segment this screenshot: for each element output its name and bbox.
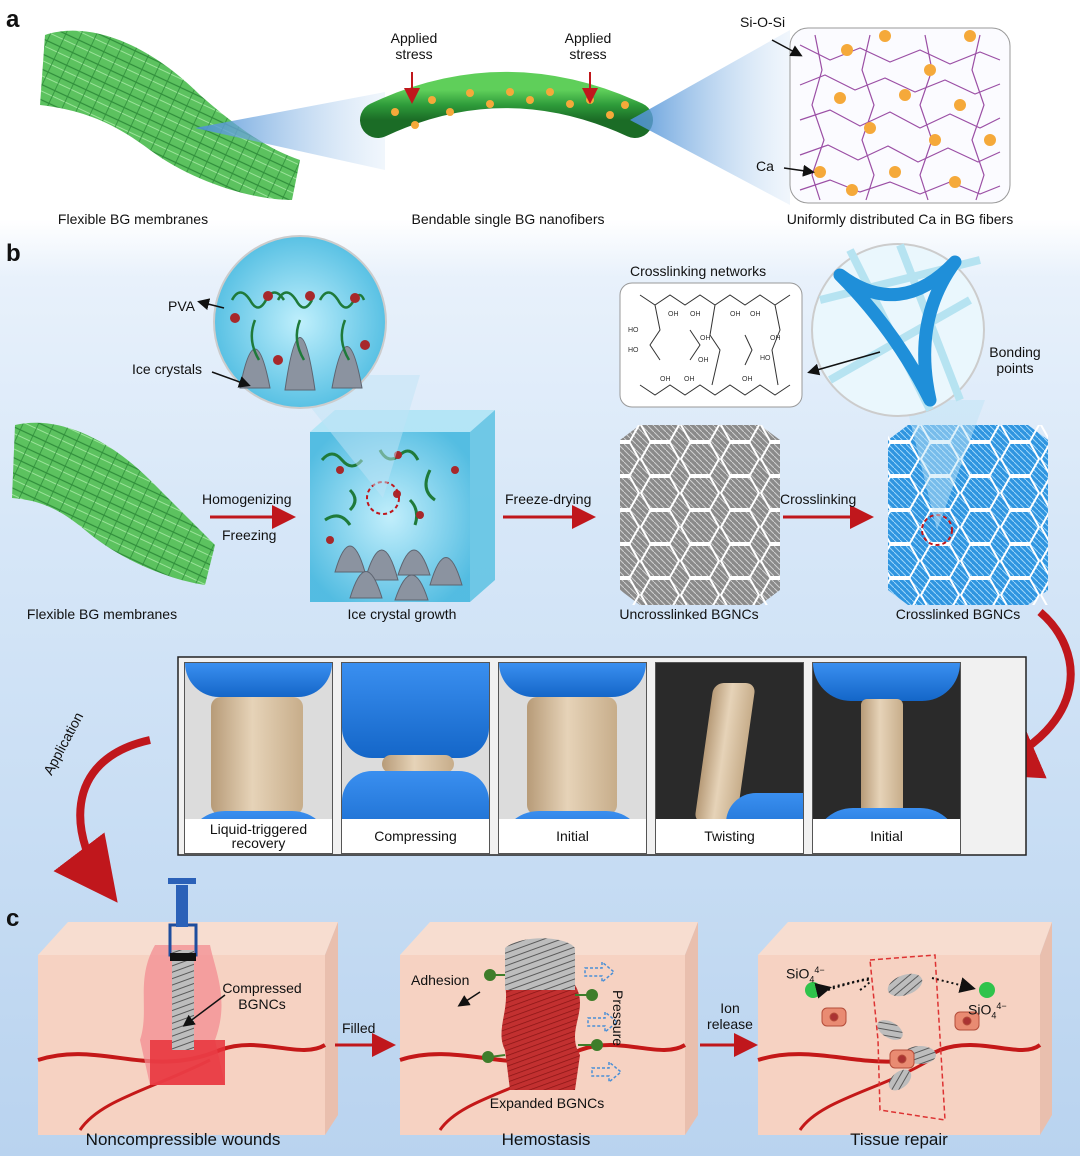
caption-hemostasis: Hemostasis xyxy=(501,1130,591,1149)
ca-label: Ca xyxy=(756,158,774,174)
caption-flexible-membranes-a: Flexible BG membranes xyxy=(57,211,209,227)
zoom-beads xyxy=(230,291,370,365)
freezing-label: Freezing xyxy=(222,527,277,543)
zoom-beam-2 xyxy=(630,30,790,205)
cells xyxy=(821,1007,980,1069)
compressed-bgnc-label: Compressed BGNCs xyxy=(222,980,302,1012)
caption-initial-1: Initial xyxy=(499,819,646,853)
photo-liquid-recovery: Liquid-triggered recovery xyxy=(184,662,333,854)
photo-compressing: Compressing xyxy=(341,662,490,854)
caption-crosslinked: Crosslinked BGNCs xyxy=(895,606,1021,622)
caption-tissue-repair: Tissue repair xyxy=(850,1130,948,1149)
svg-text:OH: OH xyxy=(770,335,781,342)
photo-initial-2: Initial xyxy=(812,662,961,854)
chemical-labels: OH OH OH OH HO OH OH HO OH HO OH OH OH xyxy=(628,311,781,383)
syringe xyxy=(168,878,196,884)
repair-zone xyxy=(869,954,946,1121)
zoom-ice-cones xyxy=(239,337,363,391)
caption-uncrosslinked: Uncrosslinked BGNCs xyxy=(619,606,759,622)
compressed-pointer xyxy=(182,994,226,1027)
compressed-bgnc xyxy=(172,950,194,1050)
applied-stress-label-1: Applied stress xyxy=(390,30,438,62)
ion-release-label: Ion release xyxy=(707,1000,753,1032)
ice-cones xyxy=(334,545,463,601)
crosslinking-networks-label: Crosslinking networks xyxy=(630,263,767,279)
caption-initial-2: Initial xyxy=(813,819,960,853)
expanded-bgnc-wound xyxy=(501,985,580,1090)
pva-pointer xyxy=(197,298,225,311)
silica-network-box xyxy=(789,27,1011,204)
caption-compressing: Compressing xyxy=(342,819,489,853)
ca-ions xyxy=(814,30,996,196)
bonding-point-fiber xyxy=(833,255,962,407)
ice-pointer xyxy=(211,371,251,388)
caption-bendable-nanofibers: Bendable single BG nanofibers xyxy=(411,211,605,227)
caption-twisting: Twisting xyxy=(656,819,803,853)
expanded-bgnc-label: Expanded BGNCs xyxy=(489,1095,605,1111)
zoom-beam-1 xyxy=(195,92,385,170)
filled-label: Filled xyxy=(342,1020,376,1036)
bonding-to-network-pointer xyxy=(807,351,881,376)
adhesion-label: Adhesion xyxy=(411,972,470,988)
bonding-points-label: Bonding points xyxy=(989,344,1041,376)
photo-twisting: Twisting xyxy=(655,662,804,854)
applied-stress-label-2: Applied stress xyxy=(564,30,612,62)
pressure-arrows xyxy=(584,960,623,1084)
sio4-ion-right xyxy=(979,982,995,998)
caption-liquid-recovery: Liquid-triggered recovery xyxy=(185,819,332,853)
svg-text:OH: OH xyxy=(700,335,711,342)
pva-label: PVA xyxy=(168,298,195,314)
zoom-pva xyxy=(230,291,366,361)
pva-beads xyxy=(326,451,459,544)
si-o-si-pointer xyxy=(771,39,803,57)
svg-text:OH: OH xyxy=(684,376,695,383)
svg-text:OH: OH xyxy=(668,311,679,318)
zoom-circle-ice xyxy=(366,481,400,515)
ca-pointer xyxy=(783,164,815,177)
adhesion-pins xyxy=(482,969,603,1063)
arrow-application xyxy=(53,736,151,903)
caption-ice-crystal-growth: Ice crystal growth xyxy=(347,606,457,622)
svg-text:OH: OH xyxy=(660,376,671,383)
caption-flexible-membranes-b: Flexible BG membranes xyxy=(26,606,178,622)
bg-membrane-a xyxy=(40,30,300,201)
si-o-si-label: Si-O-Si xyxy=(740,14,786,30)
svg-text:HO: HO xyxy=(628,347,639,354)
sio4-label-left: SiO44− xyxy=(786,965,825,985)
ice-crystals-label: Ice crystals xyxy=(132,361,203,377)
chemical-structure xyxy=(639,294,791,396)
tissue-block-1 xyxy=(38,922,338,1135)
bg-nanofiber xyxy=(360,72,653,138)
sio4-label-right: SiO44− xyxy=(968,1001,1007,1021)
homogenizing-label: Homogenizing xyxy=(202,491,292,507)
svg-text:OH: OH xyxy=(690,311,701,318)
crosslinking-network-box xyxy=(619,282,803,408)
caption-noncompressible-wounds: Noncompressible wounds xyxy=(85,1130,281,1149)
crosslinking-label: Crosslinking xyxy=(780,491,857,507)
svg-text:HO: HO xyxy=(760,355,771,362)
svg-text:OH: OH xyxy=(742,376,753,383)
caption-ca-distribution: Uniformly distributed Ca in BG fibers xyxy=(786,211,1014,227)
panel-label-b: b xyxy=(6,240,21,267)
freeze-drying-label: Freeze-drying xyxy=(505,491,592,507)
svg-text:OH: OH xyxy=(750,311,761,318)
svg-text:OH: OH xyxy=(730,311,741,318)
svg-text:OH: OH xyxy=(698,357,709,364)
pressure-label: Pressure xyxy=(610,990,626,1047)
tissue-block-3 xyxy=(758,922,1052,1135)
svg-text:HO: HO xyxy=(628,327,639,334)
panel-label-c: c xyxy=(6,905,20,932)
adhesion-pointer xyxy=(457,991,481,1007)
bg-membrane-b xyxy=(12,422,215,585)
photo-initial-1: Initial xyxy=(498,662,647,854)
panel-label-a: a xyxy=(6,6,20,33)
